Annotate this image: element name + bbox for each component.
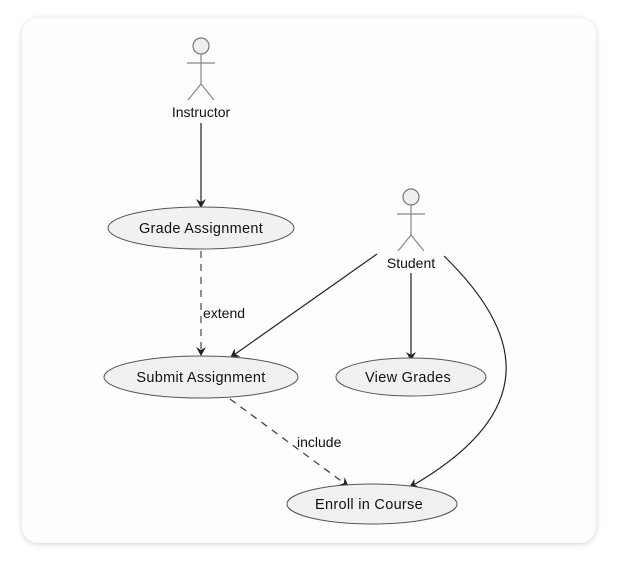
stick-figure-icon — [397, 188, 425, 252]
extend-label: extend — [203, 305, 245, 321]
include-label: include — [297, 434, 342, 450]
actor-student[interactable]: Student — [387, 188, 435, 271]
relation-student-enroll — [409, 255, 507, 488]
use-case-label: View Grades — [365, 370, 451, 386]
relation-include — [229, 398, 349, 487]
use-case-grade-assignment[interactable]: Grade Assignment — [107, 206, 295, 250]
actor-label: Instructor — [172, 104, 231, 120]
use-case-label: Submit Assignment — [136, 370, 265, 386]
use-case-view-grades[interactable]: View Grades — [335, 357, 487, 397]
stick-figure-icon — [187, 37, 215, 101]
use-case-enroll-in-course[interactable]: Enroll in Course — [286, 483, 458, 525]
diagram-card — [22, 18, 596, 543]
use-case-label: Enroll in Course — [315, 497, 423, 513]
relation-student-submit — [230, 253, 378, 358]
actor-instructor[interactable]: Instructor — [172, 37, 231, 120]
use-case-submit-assignment[interactable]: Submit Assignment — [103, 355, 299, 399]
use-case-label: Grade Assignment — [139, 221, 263, 237]
actor-label: Student — [387, 255, 435, 271]
